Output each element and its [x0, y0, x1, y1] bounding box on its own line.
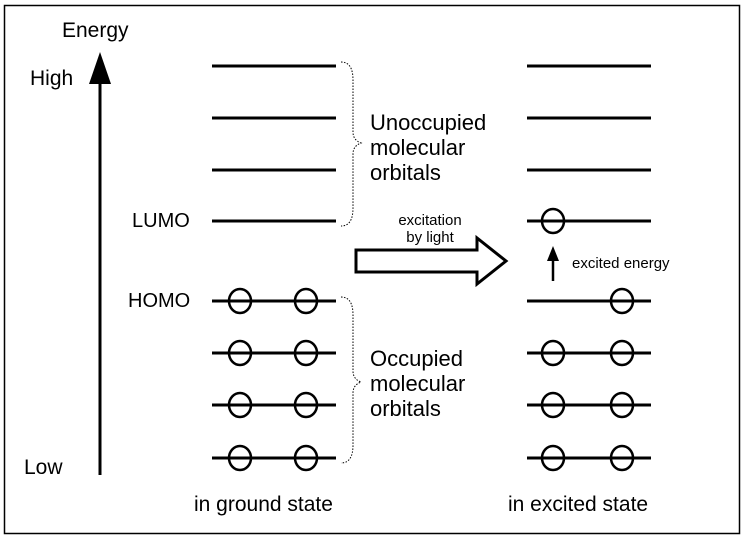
unoccupied-label-line: molecular [370, 135, 466, 160]
excited-state-orbitals [527, 64, 651, 472]
electron-icon [227, 444, 253, 472]
electron-icon [293, 339, 319, 367]
electron-icon [293, 391, 319, 419]
frame [3, 4, 741, 535]
axis-low-label: Low [24, 456, 63, 479]
axis-high-label: High [30, 67, 74, 90]
electron-icon [540, 444, 566, 472]
excitation-label: excitation by light [380, 212, 480, 246]
electron-icon [293, 444, 319, 472]
electron-icon [227, 339, 253, 367]
occupied-label: Occupied molecular orbitals [370, 346, 465, 421]
axis-arrowhead-icon [89, 52, 111, 84]
unoccupied-label: Unoccupied molecular orbitals [370, 110, 486, 185]
lumo-label: LUMO [132, 210, 190, 232]
excitation-label-line2: by light [406, 229, 454, 246]
ground-state-label: in ground state [194, 493, 333, 516]
unoccupied-label-line: orbitals [370, 160, 441, 185]
electron-icon [227, 391, 253, 419]
electron-icon [609, 287, 635, 315]
electron-icon [540, 339, 566, 367]
electron-icon [293, 287, 319, 315]
unoccupied-label-line: Unoccupied [370, 110, 487, 135]
occupied-bracket [340, 296, 363, 464]
electron-icon [609, 391, 635, 419]
excited-energy-arrow-icon [547, 246, 559, 281]
excited-state-label: in excited state [508, 493, 649, 516]
occupied-label-line: orbitals [370, 396, 441, 421]
occupied-label-line: Occupied [370, 346, 463, 371]
electron-icon [609, 339, 635, 367]
excitation-label-line1: excitation [398, 212, 462, 229]
electron-icon [540, 391, 566, 419]
occupied-label-line: molecular [370, 371, 466, 396]
ground-state-orbitals [212, 64, 336, 472]
electron-icon [540, 207, 566, 235]
energy-axis [89, 52, 111, 475]
axis-title: Energy [62, 19, 129, 42]
electron-icon [609, 444, 635, 472]
excitation-arrow-icon [354, 234, 509, 288]
excited-energy-label: excited energy [572, 255, 670, 272]
electron-icon [227, 287, 253, 315]
unoccupied-bracket [340, 61, 363, 227]
homo-label: HOMO [128, 290, 191, 312]
